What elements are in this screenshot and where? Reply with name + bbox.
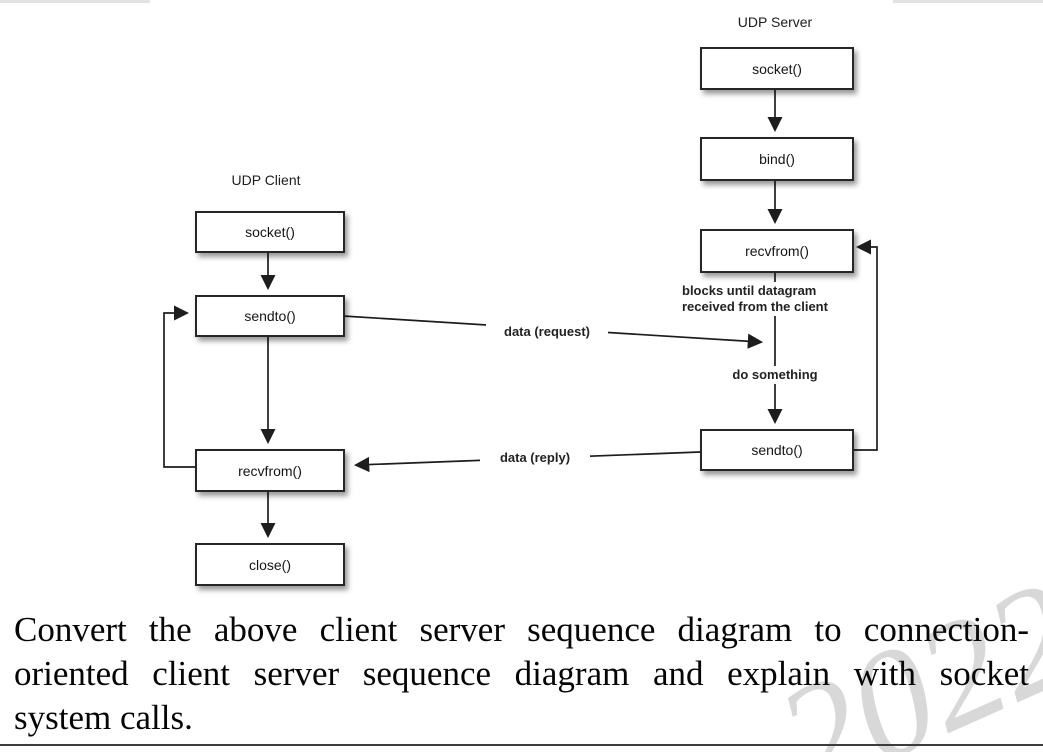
question-line-1: Convert the above client server sequence… (14, 610, 1029, 649)
client-socket-box: socket() (195, 211, 345, 253)
top-edge-line-left (0, 0, 150, 3)
server-bind-box: bind() (700, 137, 854, 181)
server-socket-label: socket() (752, 60, 802, 77)
client-sendto-box: sendto() (195, 295, 345, 337)
server-column-title: UDP Server (737, 14, 813, 30)
client-recvfrom-box: recvfrom() (195, 449, 345, 492)
question-text: Convert the above client server sequence… (0, 608, 1043, 740)
server-sendto-label: sendto() (751, 442, 803, 458)
question-line-3: system calls. (14, 698, 193, 737)
bottom-rule (0, 744, 1043, 746)
client-socket-label: socket() (245, 224, 295, 240)
question-line-2: oriented client server sequence diagram … (14, 654, 1029, 693)
data-request-label: data (request) (486, 323, 608, 341)
udp-sequence-diagram: UDP Server UDP Client socket() bind() re… (163, 14, 878, 586)
client-recvfrom-label: recvfrom() (238, 462, 302, 479)
server-blocks-note-line2: received from the client (682, 299, 828, 314)
client-column-title: UDP Client (231, 172, 301, 188)
server-do-something-label: do something (712, 366, 838, 384)
arrow-client-recvfrom-loop-to-sendto (163, 305, 196, 468)
client-close-label: close() (248, 556, 291, 573)
server-recvfrom-box: recvfrom() (700, 229, 854, 273)
arrow-server-sendto-loop-to-recvfrom (849, 239, 878, 451)
top-edge-line-right (893, 0, 1043, 3)
data-reply-label: data (reply) (480, 449, 590, 467)
server-blocks-note-line1: blocks until datagram (682, 283, 817, 298)
server-recvfrom-label: recvfrom() (745, 243, 809, 259)
server-bind-label: bind() (759, 151, 795, 167)
flow-arrows (163, 86, 878, 539)
server-blocks-note: blocks until datagram received from the … (679, 282, 831, 316)
client-close-box: close() (195, 543, 345, 586)
server-socket-box: socket() (700, 47, 854, 90)
server-sendto-box: sendto() (700, 429, 854, 471)
client-sendto-label: sendto() (244, 308, 296, 324)
